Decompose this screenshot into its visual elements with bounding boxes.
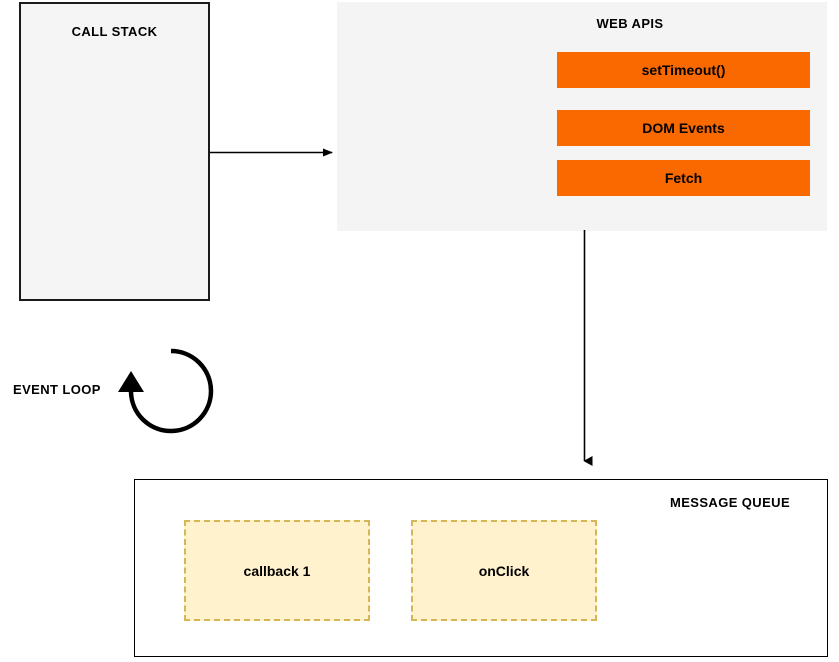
- message-queue-box: MESSAGE QUEUE callback 1 onClick: [134, 479, 828, 657]
- call-stack-box: CALL STACK: [19, 2, 210, 301]
- web-apis-panel: WEB APIS setTimeout() DOM Events Fetch: [337, 2, 827, 231]
- web-api-chip-fetch[interactable]: Fetch: [557, 160, 810, 196]
- message-queue-item-callback-1[interactable]: callback 1: [184, 520, 370, 621]
- message-queue-title: MESSAGE QUEUE: [669, 495, 791, 510]
- arrow-web-apis-to-message-queue: [583, 230, 593, 466]
- web-apis-title: WEB APIS: [596, 16, 664, 31]
- web-api-chip-dom-events[interactable]: DOM Events: [557, 110, 810, 146]
- event-loop-arrow-icon: [118, 348, 214, 434]
- event-loop-label: EVENT LOOP: [13, 382, 101, 397]
- web-api-chip-settimeout[interactable]: setTimeout(): [557, 52, 810, 88]
- arrow-call-stack-to-web-apis: [210, 148, 333, 157]
- message-queue-item-onclick[interactable]: onClick: [411, 520, 597, 621]
- message-queue-item-label: callback 1: [243, 562, 311, 579]
- call-stack-title: CALL STACK: [71, 24, 158, 39]
- message-queue-item-label: onClick: [478, 562, 530, 579]
